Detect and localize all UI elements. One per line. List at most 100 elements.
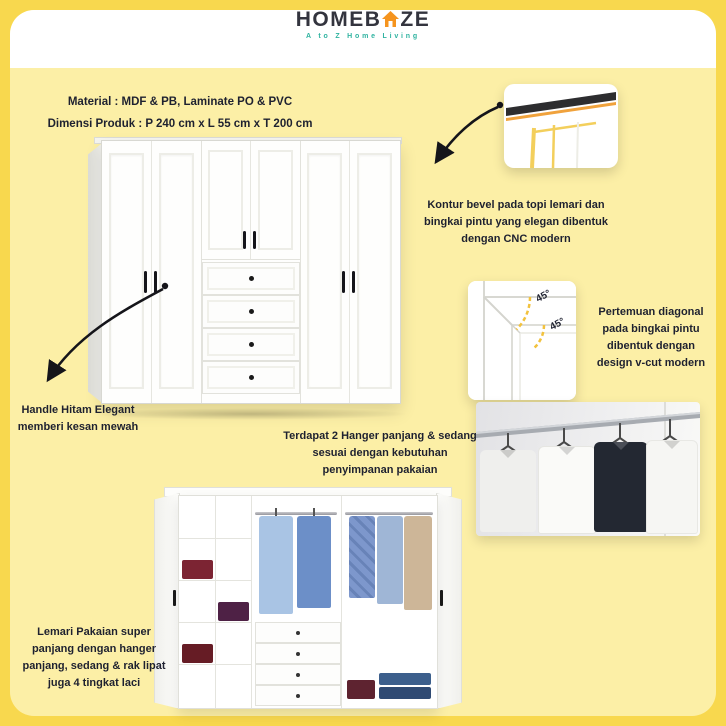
hanger-rod	[345, 512, 433, 515]
door-panel	[357, 153, 392, 389]
house-icon	[382, 10, 400, 27]
logo-b-text: B	[364, 8, 382, 31]
open-door-right	[436, 493, 462, 709]
cubby-divider	[215, 496, 216, 708]
bevel-detail-image	[504, 84, 618, 168]
wardrobe-drawer	[202, 361, 300, 394]
logo-ze-text: ZE	[400, 8, 431, 31]
logo-wordmark: HOMEB ZE	[0, 9, 726, 30]
shirt-collar	[613, 442, 629, 450]
door-handle-icon	[243, 231, 246, 249]
drawer-knob-icon	[248, 375, 254, 380]
shirt-white	[480, 450, 536, 532]
door-panel	[307, 153, 342, 389]
drawer-knob-icon	[296, 651, 300, 656]
drawer-recess	[207, 267, 295, 290]
drawer-knob-icon	[296, 672, 300, 677]
homebaze-logo: HOMEB ZE A to Z Home Living	[0, 9, 726, 40]
drawer-knob-icon	[296, 693, 300, 698]
interior-drawer	[255, 643, 341, 664]
logo-tagline: A to Z Home Living	[306, 33, 420, 40]
shelf-line	[179, 580, 251, 581]
shirt-white	[538, 446, 596, 534]
door-handle-icon	[440, 590, 443, 606]
drawer-recess	[207, 366, 295, 389]
diagonal-callout-text: Pertemuan diagonal pada bingkai pintu di…	[596, 306, 706, 370]
interior-drawer	[255, 664, 341, 685]
drawer-recess	[207, 300, 295, 323]
shirt-white	[646, 440, 698, 534]
wardrobe-door	[152, 141, 201, 403]
bevel-detail-graphic	[506, 92, 616, 168]
door-panel	[208, 150, 243, 250]
unit-interior	[178, 495, 438, 709]
door-handle-icon	[154, 271, 157, 293]
wardrobe-door	[350, 141, 399, 403]
door-handle-icon	[253, 231, 256, 249]
door-panel	[258, 150, 293, 250]
header-band	[10, 10, 716, 68]
product-specs: Material : MDF & PB, Laminate PO & PVC D…	[30, 92, 330, 136]
hanger-hook-icon	[313, 508, 315, 516]
wardrobe-small-door	[201, 141, 251, 260]
door-panel	[159, 153, 194, 389]
shelf-line	[179, 538, 251, 539]
hanger-rod	[255, 512, 337, 515]
wardrobe-drawer	[202, 262, 300, 295]
wardrobe-right-section	[300, 141, 399, 403]
shirt-collar	[559, 447, 575, 455]
interior-divider	[251, 496, 252, 708]
drawer-recess	[207, 333, 295, 356]
diagonal-detail-image: 45° 45°	[468, 281, 576, 400]
door-panel	[109, 153, 144, 389]
interior-divider	[341, 496, 342, 708]
open-wardrobe-image	[154, 487, 462, 715]
wardrobe-middle-section	[201, 141, 301, 403]
wardrobe-left-section	[102, 141, 202, 403]
shirt-collar	[500, 450, 516, 458]
drawer-knob-icon	[248, 342, 254, 347]
wardrobe-side-panel	[88, 144, 101, 402]
capacity-callout-text: Lemari Pakaian super panjang dengan hang…	[22, 626, 166, 690]
drawer-knob-icon	[248, 309, 254, 314]
interior-drawer	[255, 622, 341, 643]
spec-material: Material : MDF & PB, Laminate PO & PVC	[67, 96, 293, 108]
main-wardrobe-image	[88, 137, 410, 420]
wardrobe-drawer	[202, 295, 300, 328]
wardrobe-shadow	[92, 408, 410, 420]
folded-jeans	[379, 687, 431, 699]
hanger-photo	[476, 402, 700, 536]
shirt-navy	[594, 442, 648, 532]
hanger-callout-text: Terdapat 2 Hanger panjang & sedang sesua…	[283, 430, 477, 477]
door-handle-icon	[342, 271, 345, 293]
shelf-line	[179, 664, 251, 665]
hanging-shirt-lightblue	[259, 516, 293, 614]
hanging-shirt-paleblue	[377, 516, 403, 604]
folded-clothes-darkred	[182, 644, 213, 663]
wardrobe-drawer	[202, 328, 300, 361]
diagonal-detail-graphic	[468, 281, 576, 400]
wardrobe-door	[300, 141, 350, 403]
hanger-hook-icon	[275, 508, 277, 516]
door-handle-icon	[173, 590, 176, 606]
bevel-callout-text: Kontur bevel pada topi lemari dan bingka…	[424, 199, 608, 246]
door-handle-icon	[352, 271, 355, 293]
shelf-line	[179, 622, 251, 623]
door-handle-icon	[144, 271, 147, 293]
wardrobe-door	[102, 141, 152, 403]
folded-clothes-purple	[218, 602, 249, 621]
folded-clothes-darkred	[347, 680, 375, 699]
spec-dimension: Dimensi Produk : P 240 cm x L 55 cm x T …	[47, 117, 313, 130]
drawer-knob-icon	[296, 630, 300, 635]
hanging-shirt-patterned	[349, 516, 375, 598]
wardrobe-small-door	[251, 141, 300, 260]
logo-home-text: HOME	[295, 8, 365, 31]
wardrobe-front	[101, 140, 401, 404]
folded-jeans	[379, 673, 431, 685]
hanging-coat-tan	[404, 516, 432, 610]
handle-callout-text: Handle Hitam Elegant memberi kesan mewah	[17, 404, 139, 434]
interior-drawer	[255, 685, 341, 706]
folded-clothes-maroon	[182, 560, 213, 579]
drawer-knob-icon	[248, 276, 254, 281]
